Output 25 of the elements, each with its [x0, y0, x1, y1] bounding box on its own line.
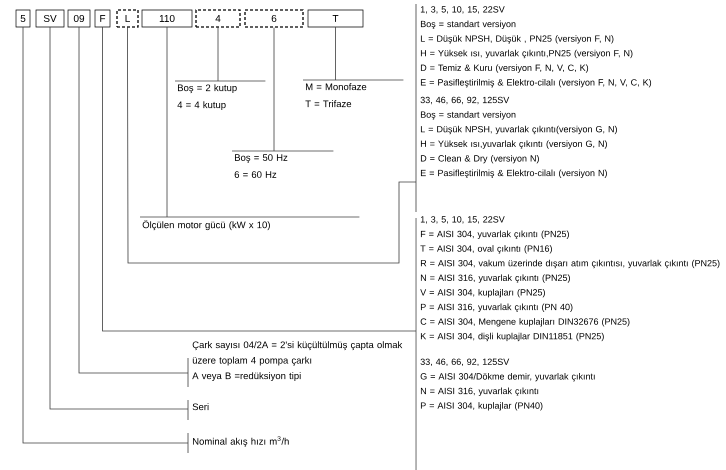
description-text: 1, 3, 5, 10, 15, 22SV Boş = standart versiyon L = Düşük NPSH, Düşük , PN25 (versiyon F, N) H = Yüksek ısı, yuvarlak çıkıntı,PN25 (versiyon F, N) D = Temiz & Kuru (versiyon F, N, V, C, K) E = Pasifleştirilmiş & Elektro-cilalı (versiyon F, N, V, C, K) 33, 46, 66, 92, 125SV Boş = standart versiyon L = Düşük NPSH, yuvarlak çıkıntı(versiyon G, N) H = Yüksek ısı,yuvarlak çıkıntı (versiyon G, N) D = Clean & Dry (versiyon N) E = Pasifleştirilmiş & Elektro-cilalı (versiyon N) [416, 4, 652, 212]
code-box: 110 [142, 10, 192, 28]
description-text: Çark sayısı 04/2A = 2'si küçültülmüş çapta olmak üzere toplam 4 pompa çarkı A veya B =redüksiyon tipi [188, 341, 402, 388]
description-text: M = Monofaze T = Trifaze [302, 80, 404, 108]
code-box: SV [36, 10, 64, 28]
connector-line [127, 27, 416, 264]
connector-line [78, 26, 188, 374]
connector-line [335, 26, 336, 80]
description-text: Ölçülen motor gücü (kW x 10) [140, 216, 360, 230]
connector-line [166, 26, 168, 218]
code-box: T [308, 10, 364, 28]
description-text: Boş = 2 kutup 4 = 4 kutup [174, 80, 266, 110]
description-text: Seri [188, 400, 208, 420]
connector-line [102, 26, 416, 332]
code-box: 5 [16, 10, 30, 28]
code-box: F [94, 10, 110, 28]
connector-line [22, 26, 188, 444]
code-box: L [116, 9, 139, 28]
code-box: 09 [68, 10, 90, 28]
description-text: Nominal akış hızı m$^{3}$/h [188, 432, 289, 454]
description-text: 1, 3, 5, 10, 15, 22SV F = AISI 304, yuvarlak çıkıntı (PN25) T = AISI 304, oval çıkıntı (PN16) R = AISI 304, vakum üzerinde dışarı atım çıkıntısı, yuvarlak çıkıntı (PN25) N = AISI 316, yuvarlak çıkıntı (PN25) V = AISI 304, kuplajları (PN25) P = AISI 316, yuvarlak çıkıntı (PN 40) C = AISI 304, Mengene kuplajları DIN32676 (PN25) K = AISI 304, dişli kuplajlar DIN11851 (PN25) 33, 46, 66, 92, 125SV G = AISI 304/Dökme demir, yuvarlak çıkıntı N = AISI 316, yuvarlak çıkıntı P = AISI 304, kuplajlar (PN40) [416, 216, 720, 470]
connector-line [50, 26, 188, 410]
code-box: 6 [244, 9, 304, 28]
code-box: 4 [195, 9, 241, 28]
description-text: Boş = 50 Hz 6 = 60 Hz [232, 150, 334, 178]
